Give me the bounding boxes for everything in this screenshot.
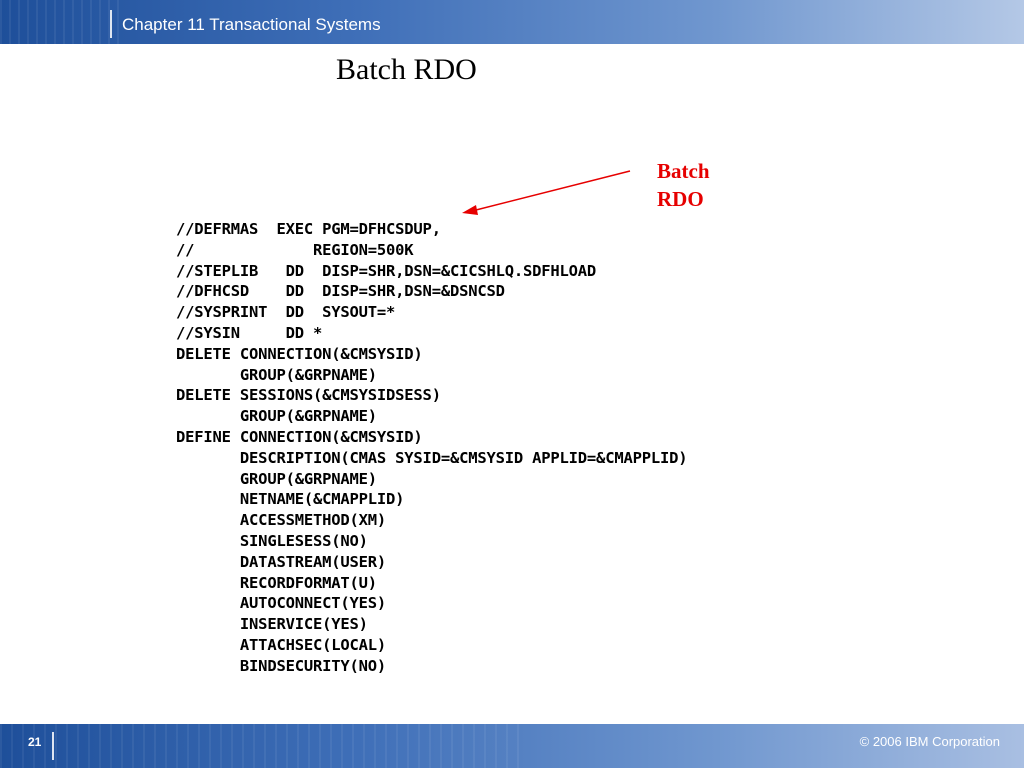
code-line: ATTACHSEC(LOCAL) <box>176 635 387 654</box>
code-line: SINGLESESS(NO) <box>176 531 368 550</box>
code-line: DESCRIPTION(CMAS SYSID=&CMSYSID APPLID=&… <box>176 448 688 467</box>
header-decoration <box>0 0 120 44</box>
code-line: //SYSIN DD * <box>176 323 323 342</box>
callout-line-2: RDO <box>657 187 704 211</box>
code-line: GROUP(&GRPNAME) <box>176 407 377 426</box>
code-line: GROUP(&GRPNAME) <box>176 469 377 488</box>
code-line: DATASTREAM(USER) <box>176 552 387 571</box>
code-line: //STEPLIB DD DISP=SHR,DSN=&CICSHLQ.SDFHL… <box>176 261 597 280</box>
code-line: DEFINE CONNECTION(&CMSYSID) <box>176 427 423 446</box>
code-line: GROUP(&GRPNAME) <box>176 365 377 384</box>
code-line: DELETE CONNECTION(&CMSYSID) <box>176 344 423 363</box>
header-divider <box>110 10 112 38</box>
code-line: DELETE SESSIONS(&CMSYSIDSESS) <box>176 386 441 405</box>
callout-label: Batch RDO <box>657 157 710 213</box>
code-line: INSERVICE(YES) <box>176 615 368 634</box>
jcl-code-listing: //DEFRMAS EXEC PGM=DFHCSDUP, // REGION=50… <box>176 219 776 677</box>
code-line: //DEFRMAS EXEC PGM=DFHCSDUP, <box>176 220 441 238</box>
code-line: //SYSPRINT DD SYSOUT=* <box>176 303 396 322</box>
page-number: 21 <box>28 735 42 749</box>
code-line: NETNAME(&CMAPPLID) <box>176 490 405 509</box>
code-line: AUTOCONNECT(YES) <box>176 594 387 613</box>
copyright-notice: © 2006 IBM Corporation <box>859 734 1000 749</box>
code-line: //DFHCSD DD DISP=SHR,DSN=&DSNCSD <box>176 282 505 301</box>
callout-line-1: Batch <box>657 159 710 183</box>
chapter-title: Chapter 11 Transactional Systems <box>122 15 381 34</box>
code-line: BINDSECURITY(NO) <box>176 656 387 675</box>
footer-bar: 21 © 2006 IBM Corporation <box>0 724 1024 768</box>
slide-title: Batch RDO <box>336 53 477 86</box>
code-line: ACCESSMETHOD(XM) <box>176 511 387 530</box>
code-line: // REGION=500K <box>176 240 414 259</box>
footer-divider <box>52 732 54 760</box>
footer-decoration <box>0 724 520 768</box>
code-line: RECORDFORMAT(U) <box>176 573 377 592</box>
header-bar: Chapter 11 Transactional Systems <box>0 0 1024 44</box>
